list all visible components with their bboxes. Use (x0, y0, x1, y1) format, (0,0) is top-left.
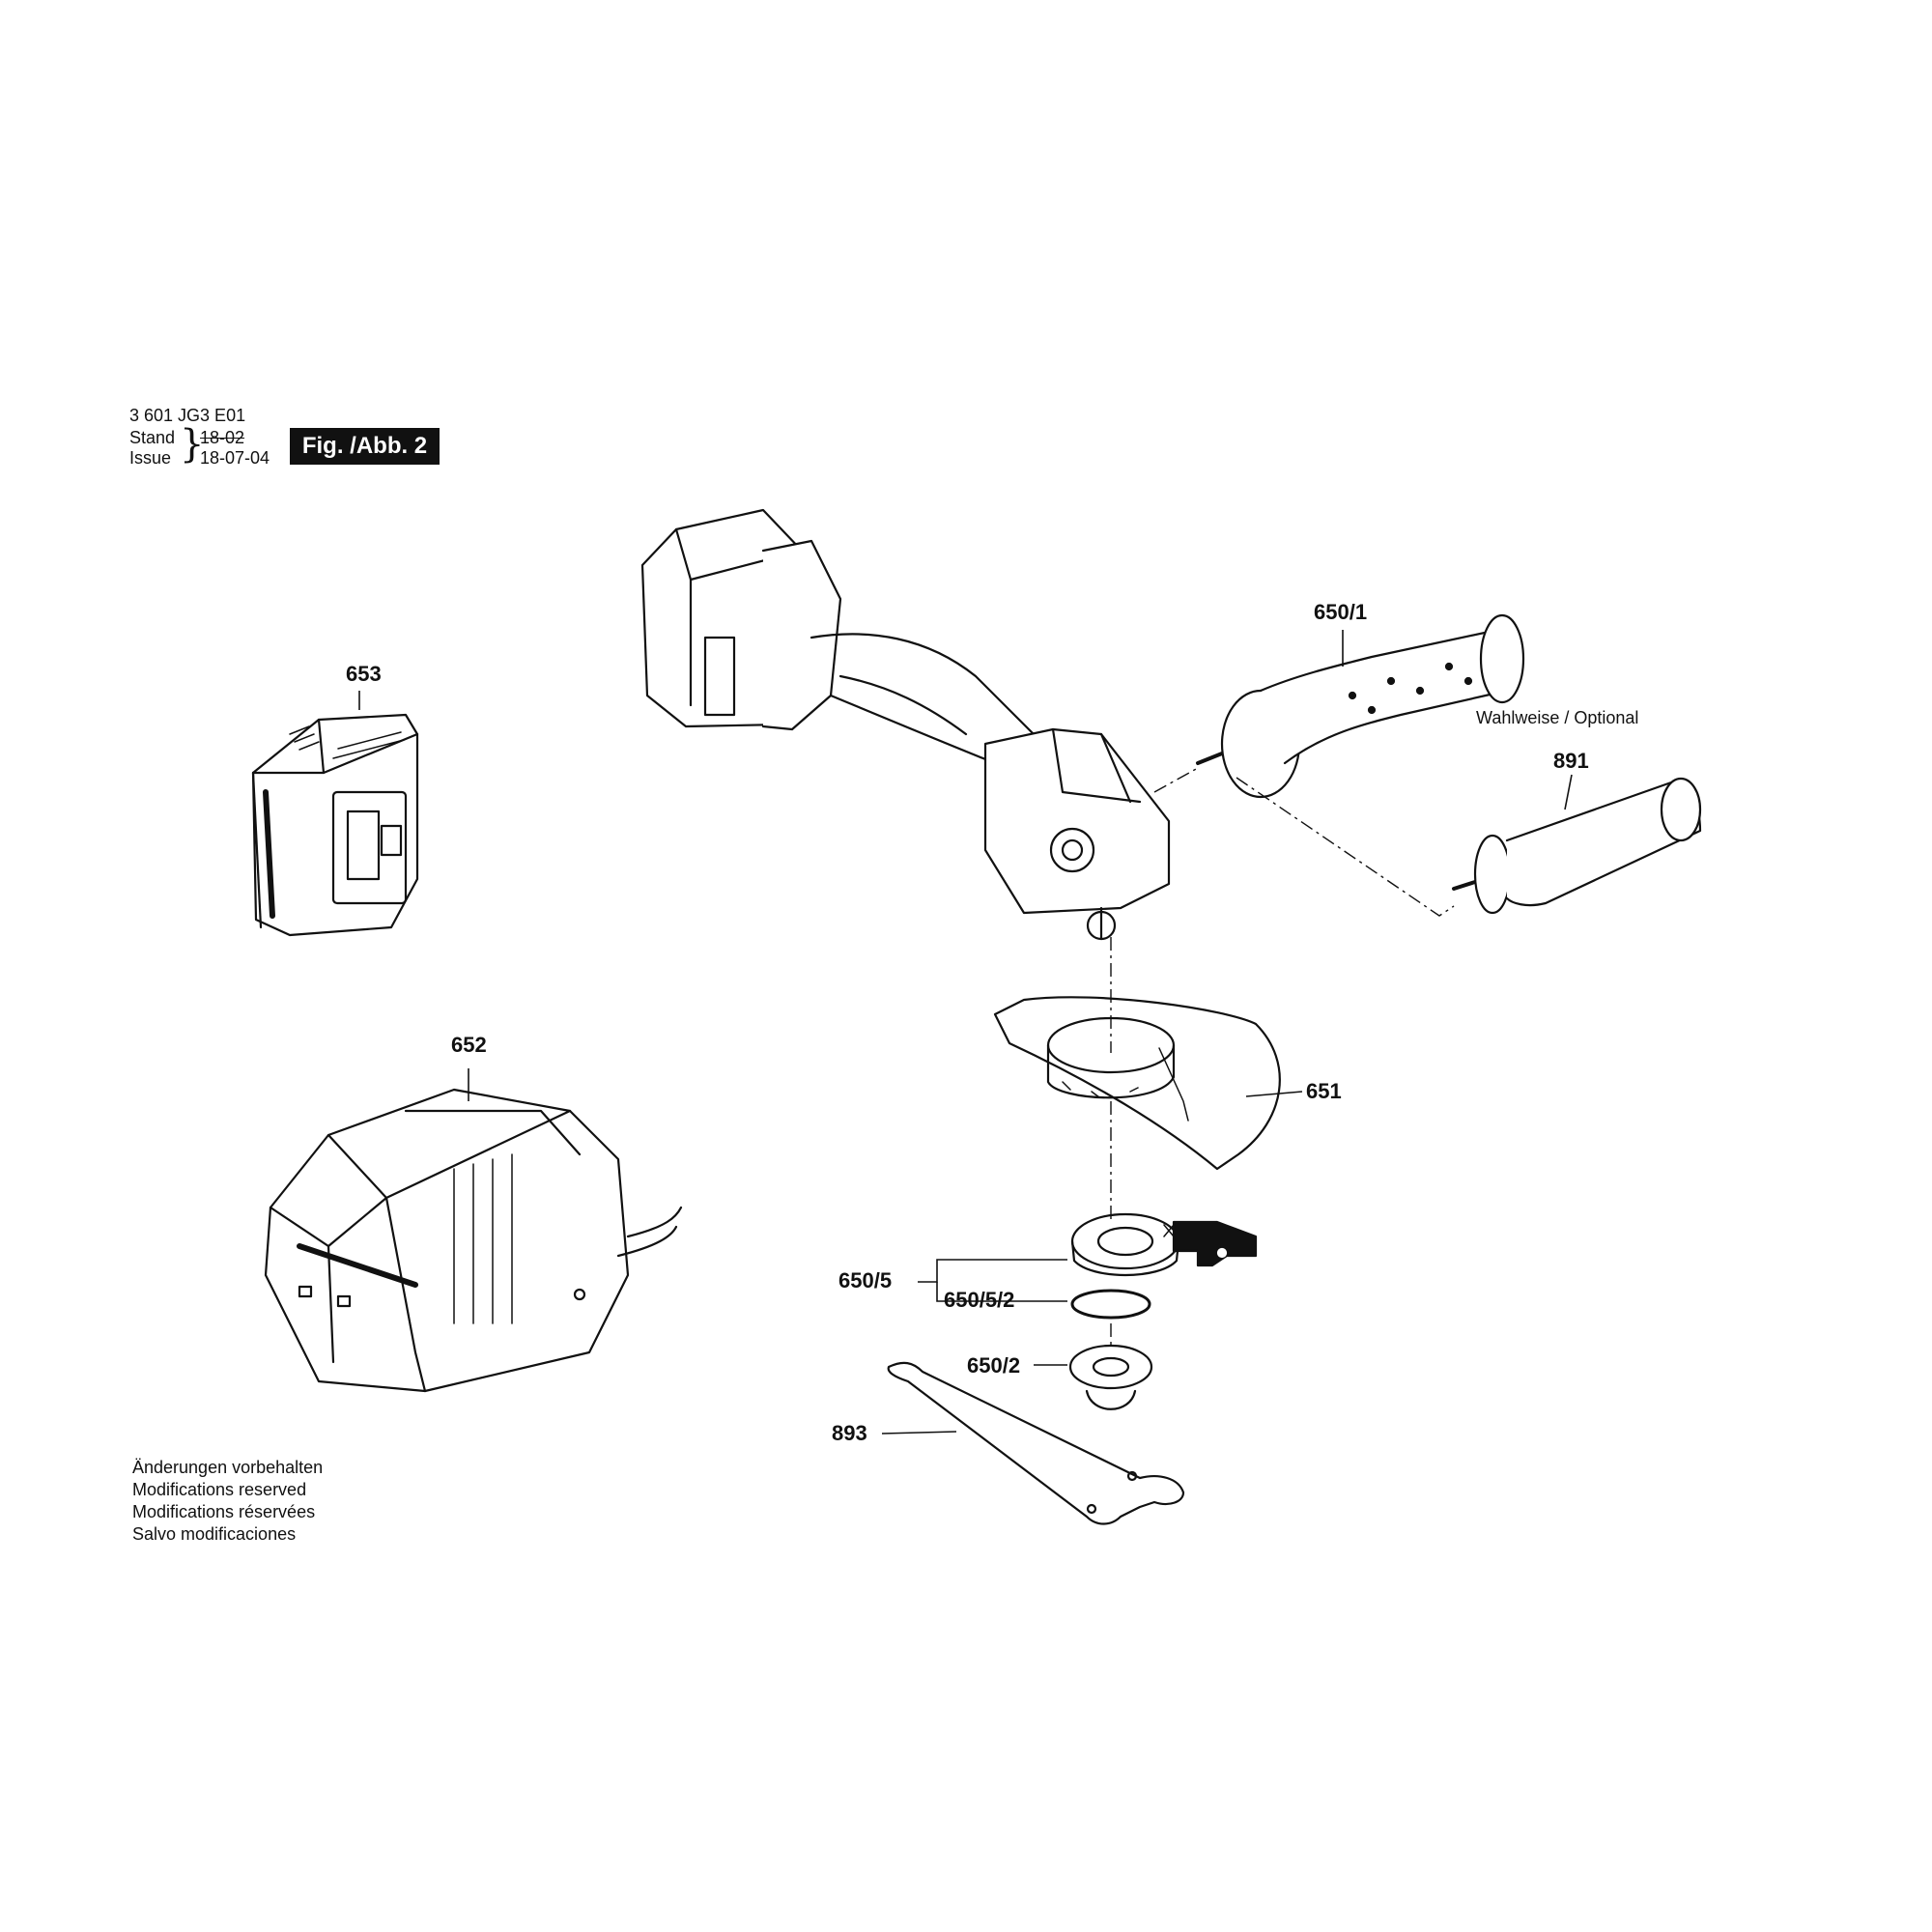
footer-line-en: Modifications reserved (132, 1480, 307, 1499)
clamping-nut-650-2 (1068, 1344, 1153, 1410)
label-650-2: 650/2 (967, 1353, 1021, 1378)
label-652: 652 (451, 1033, 487, 1057)
axis-line-handle (1153, 767, 1199, 793)
charger-652 (264, 1088, 683, 1393)
model-number: 3 601 JG3 E01 (129, 406, 246, 425)
label-650-5: 650/5 (838, 1268, 893, 1293)
label-651: 651 (1306, 1079, 1342, 1103)
optional-note: Wahlweise / Optional (1476, 708, 1639, 727)
footer-line-es: Salvo modificaciones (132, 1524, 297, 1544)
label-891: 891 (1553, 749, 1589, 773)
issue-label: Issue (129, 448, 172, 468)
footer-line-fr: Modifications réservées (132, 1502, 316, 1521)
footer-notice: Änderungen vorbehalten Modifications res… (132, 1457, 323, 1546)
axis-line-optional-handle (1236, 777, 1455, 917)
figure-badge: Fig. /Abb. 2 (290, 428, 440, 465)
label-650-1: 650/1 (1314, 600, 1368, 624)
leader-651 (1245, 1091, 1303, 1097)
footer-line-de: Änderungen vorbehalten (132, 1458, 324, 1477)
stand-label: Stand (129, 428, 176, 447)
old-date: 18-02 (200, 428, 245, 447)
bracket-650-5 (936, 1282, 1067, 1302)
flange-650-5 (1070, 1212, 1180, 1277)
brace-icon: } (180, 422, 205, 467)
angle-grinder-body (640, 508, 1171, 941)
leader-893 (881, 1431, 957, 1435)
flange-section-detail (1163, 1220, 1258, 1267)
leader-650-5 (918, 1259, 1067, 1283)
leader-891 (1564, 774, 1573, 810)
battery-pack-653 (251, 713, 419, 937)
label-653: 653 (346, 662, 382, 686)
label-893: 893 (832, 1421, 867, 1445)
guard-651 (993, 996, 1281, 1171)
label-650-5-2: 650/5/2 (944, 1288, 1015, 1312)
spanner-893 (887, 1361, 1185, 1525)
antivibration-handle-650-1 (1196, 613, 1525, 799)
issue-date: 18-07-04 (200, 448, 270, 468)
o-ring-650-5-2 (1070, 1289, 1151, 1320)
optional-handle-891 (1452, 777, 1702, 915)
